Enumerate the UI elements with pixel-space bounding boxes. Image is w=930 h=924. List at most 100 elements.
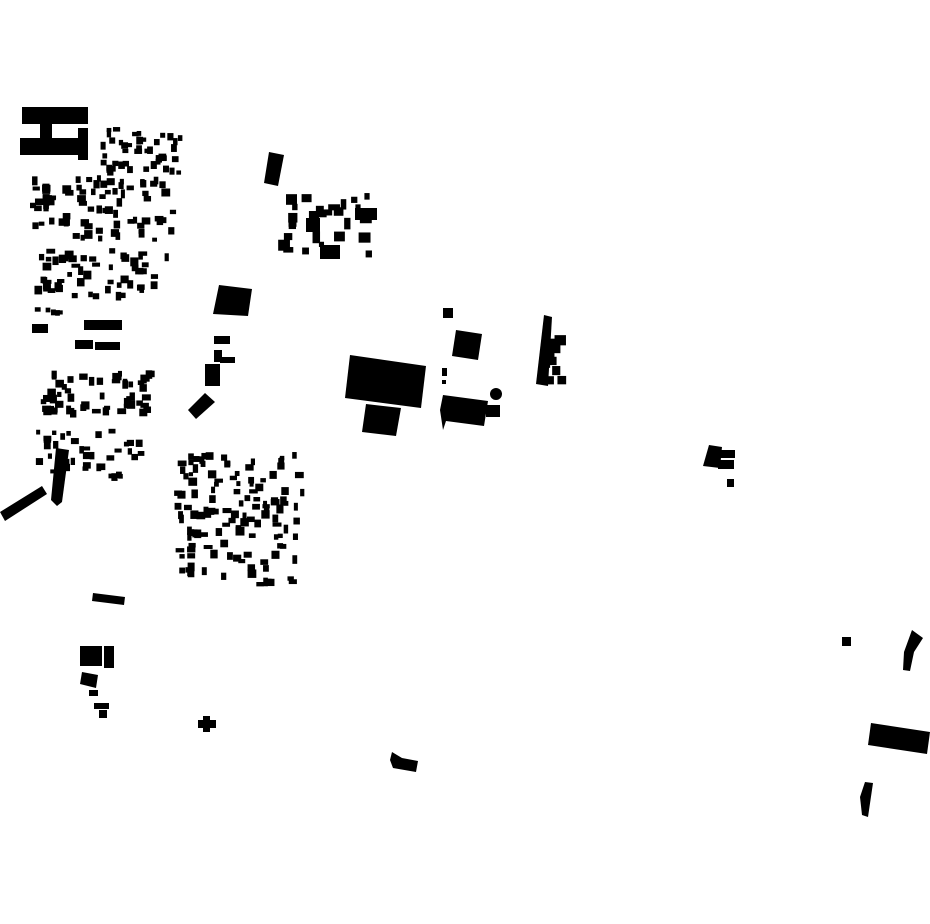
building bbox=[292, 533, 298, 540]
building bbox=[442, 368, 447, 376]
building bbox=[109, 248, 116, 254]
building bbox=[248, 533, 256, 538]
building bbox=[75, 340, 93, 349]
building bbox=[79, 373, 88, 380]
building bbox=[240, 518, 249, 527]
building bbox=[543, 376, 554, 385]
building bbox=[132, 216, 138, 224]
building bbox=[106, 455, 115, 461]
building bbox=[51, 372, 57, 380]
building bbox=[0, 486, 47, 521]
building bbox=[362, 404, 401, 436]
building bbox=[552, 366, 561, 376]
building bbox=[261, 510, 270, 519]
building bbox=[111, 473, 118, 481]
building bbox=[22, 107, 88, 124]
building bbox=[86, 176, 93, 183]
building bbox=[67, 376, 74, 383]
building bbox=[154, 215, 164, 222]
building bbox=[203, 544, 213, 550]
building bbox=[55, 310, 60, 316]
building bbox=[139, 384, 147, 392]
building bbox=[43, 204, 49, 212]
building bbox=[150, 161, 157, 170]
building bbox=[127, 166, 133, 174]
building bbox=[140, 179, 147, 188]
building bbox=[40, 399, 47, 405]
building bbox=[40, 115, 52, 148]
building bbox=[253, 497, 261, 502]
building bbox=[95, 227, 103, 234]
building bbox=[43, 442, 51, 450]
building bbox=[131, 453, 138, 461]
building bbox=[122, 378, 128, 387]
building bbox=[288, 222, 297, 230]
building bbox=[70, 457, 76, 466]
building bbox=[102, 153, 108, 159]
building bbox=[136, 284, 144, 291]
building bbox=[110, 229, 120, 237]
building bbox=[32, 176, 38, 186]
building bbox=[157, 157, 163, 163]
building bbox=[187, 553, 196, 559]
building bbox=[718, 460, 734, 469]
building bbox=[179, 554, 185, 559]
building bbox=[91, 188, 96, 196]
building bbox=[162, 165, 169, 173]
building bbox=[280, 496, 287, 505]
building bbox=[106, 178, 115, 186]
building bbox=[188, 477, 198, 486]
building bbox=[138, 229, 144, 234]
building bbox=[334, 231, 345, 242]
building bbox=[443, 308, 453, 318]
building bbox=[48, 195, 57, 200]
building bbox=[300, 488, 305, 497]
building bbox=[187, 546, 196, 553]
building bbox=[76, 278, 85, 287]
building bbox=[80, 255, 87, 262]
building bbox=[84, 223, 93, 230]
building bbox=[82, 462, 91, 469]
building bbox=[99, 710, 107, 718]
building bbox=[285, 194, 298, 205]
building bbox=[139, 408, 148, 417]
building bbox=[138, 251, 148, 256]
building bbox=[490, 388, 502, 400]
building bbox=[260, 478, 266, 483]
building bbox=[109, 165, 116, 172]
building bbox=[272, 522, 282, 527]
building bbox=[96, 377, 104, 385]
building bbox=[137, 380, 145, 386]
building bbox=[99, 392, 105, 400]
building bbox=[104, 189, 111, 195]
building bbox=[35, 458, 44, 466]
building bbox=[191, 489, 198, 499]
building bbox=[242, 512, 247, 519]
building bbox=[209, 495, 216, 504]
building bbox=[42, 262, 52, 271]
building bbox=[120, 189, 125, 199]
building bbox=[109, 137, 116, 144]
building bbox=[104, 646, 114, 668]
building bbox=[84, 230, 93, 239]
building bbox=[860, 782, 873, 817]
building bbox=[54, 282, 62, 291]
building bbox=[344, 217, 351, 230]
building bbox=[132, 131, 139, 137]
building bbox=[80, 672, 98, 688]
building bbox=[171, 156, 179, 163]
building bbox=[306, 218, 320, 232]
building bbox=[247, 564, 256, 572]
building bbox=[71, 292, 78, 299]
building bbox=[42, 405, 52, 412]
building bbox=[94, 703, 109, 709]
building bbox=[235, 525, 242, 534]
building bbox=[340, 199, 347, 210]
building bbox=[45, 307, 51, 313]
building bbox=[244, 495, 251, 502]
building bbox=[292, 452, 297, 459]
building bbox=[201, 567, 207, 576]
building bbox=[229, 475, 238, 481]
